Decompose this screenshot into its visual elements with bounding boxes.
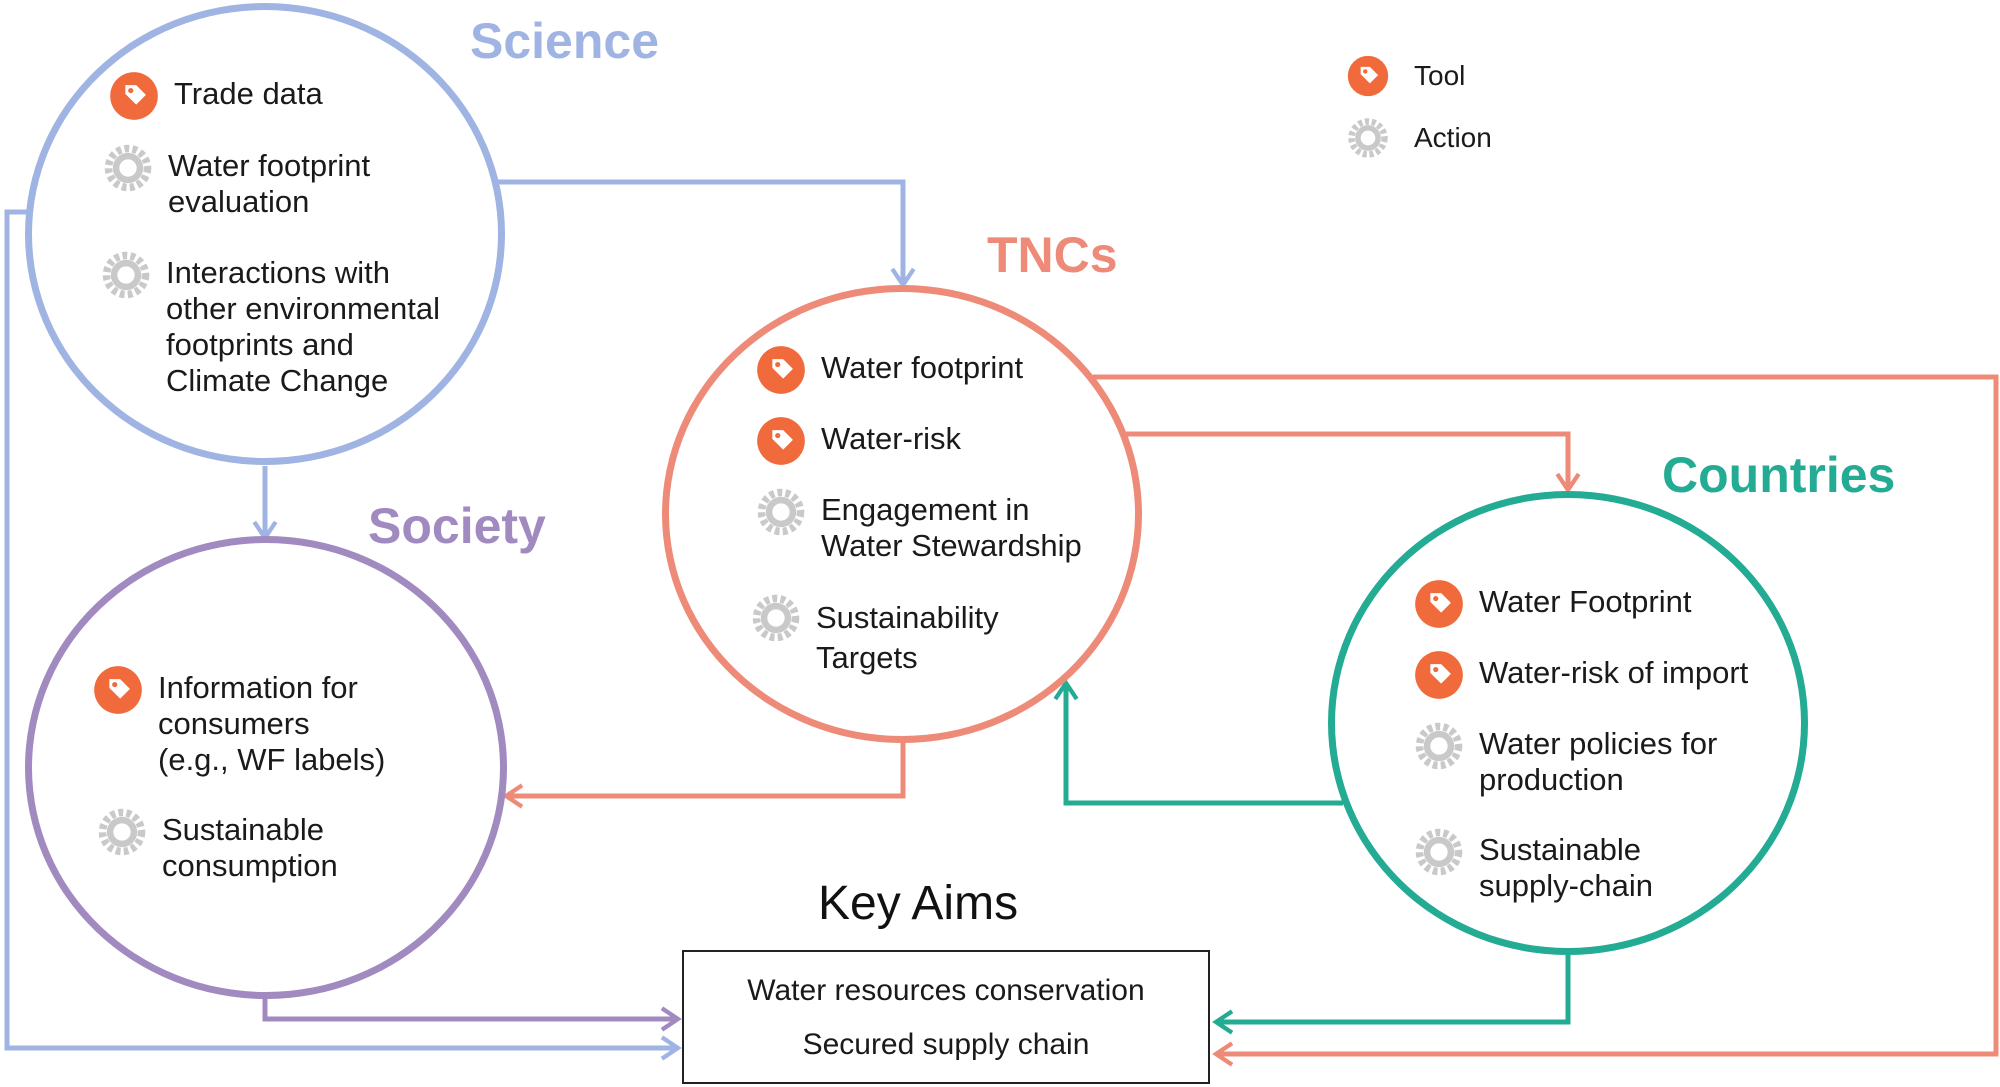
countries-item-text: Water-risk of import [1479,655,1749,690]
science-item: Water footprint evaluation [102,144,371,220]
tag-icon [1347,55,1389,97]
legend-action: Action [1346,116,1492,160]
arrow-countries-keyaims [1212,953,1571,1035]
tncs-item: Water-risk [755,417,962,467]
society-item: Sustainable consumption [96,808,338,884]
society-item: Information for consumers (e.g., WF labe… [92,666,386,778]
countries-item: Water Footprint [1413,580,1692,630]
gear-icon [104,144,152,192]
science-circle [25,3,505,465]
countries-item-text: Sustainable supply-chain [1479,832,1654,903]
science-item: Trade data [108,72,323,122]
society-item-text: Information for consumers (e.g., WF labe… [158,670,386,777]
science-title: Science [470,13,660,69]
tncs-circle [662,285,1142,743]
countries-circle [1328,491,1808,955]
tncs-title: TNCs [987,227,1118,283]
countries-title: Countries [1662,447,1896,503]
key-aim-line: Water resources conservation [747,974,1145,1007]
tag-icon [110,72,158,120]
society-circle [25,536,507,999]
arrow-science-tncs [477,169,916,289]
gear-icon [752,594,800,642]
key-aims-box: Water resources conservation Secured sup… [682,950,1210,1084]
gear-icon [757,488,805,536]
gear-icon [1415,828,1463,876]
arrow-tncs-society [502,740,906,809]
tncs-item-text: Engagement in Water Stewardship [821,492,1082,563]
countries-item: Water-risk of import [1413,651,1749,701]
tncs-item-text: Water footprint [821,350,1024,385]
tag-icon [1415,651,1463,699]
science-item-text: Trade data [174,76,323,111]
tncs-item-text: Water-risk [821,421,962,456]
gear-icon [1415,722,1463,770]
science-item-text: Interactions with other environmental fo… [166,255,440,398]
gear-icon [102,251,150,299]
arrow-science-keyaims [4,209,682,1061]
countries-item: Water policies for production [1413,722,1718,798]
science-item-text: Water footprint evaluation [168,148,371,219]
countries-item: Sustainable supply-chain [1413,828,1654,904]
society-title: Society [368,498,546,554]
key-aim-line: Secured supply chain [802,1028,1090,1061]
arrow-society-keyaims [262,996,682,1032]
countries-item-text: Water policies for production [1479,726,1718,797]
arrow-countries-tncs [1053,679,1343,806]
tncs-item-text: Sustainability Targets [816,600,999,675]
society-item-text: Sustainable consumption [162,812,338,883]
science-item: Interactions with other environmental fo… [100,251,440,399]
key-aims-title: Key Aims [818,877,1019,930]
legend-action-label: Action [1414,122,1492,153]
gear-icon [98,808,146,856]
legend-tool-label: Tool [1414,60,1466,91]
arrow-tncs-keyaims [1093,374,1999,1067]
tag-icon [1415,580,1463,628]
tncs-item: Sustainability Targets [750,594,999,678]
gear-icon [1348,118,1388,158]
tncs-item: Water footprint [755,346,1024,396]
tncs-item: Engagement in Water Stewardship [755,488,1082,564]
tag-icon [757,417,805,465]
arrow-tncs-countries [1126,431,1581,494]
countries-item-text: Water Footprint [1479,584,1692,619]
tag-icon [757,346,805,394]
legend-tool: Tool [1346,54,1465,98]
tag-icon [94,666,142,714]
